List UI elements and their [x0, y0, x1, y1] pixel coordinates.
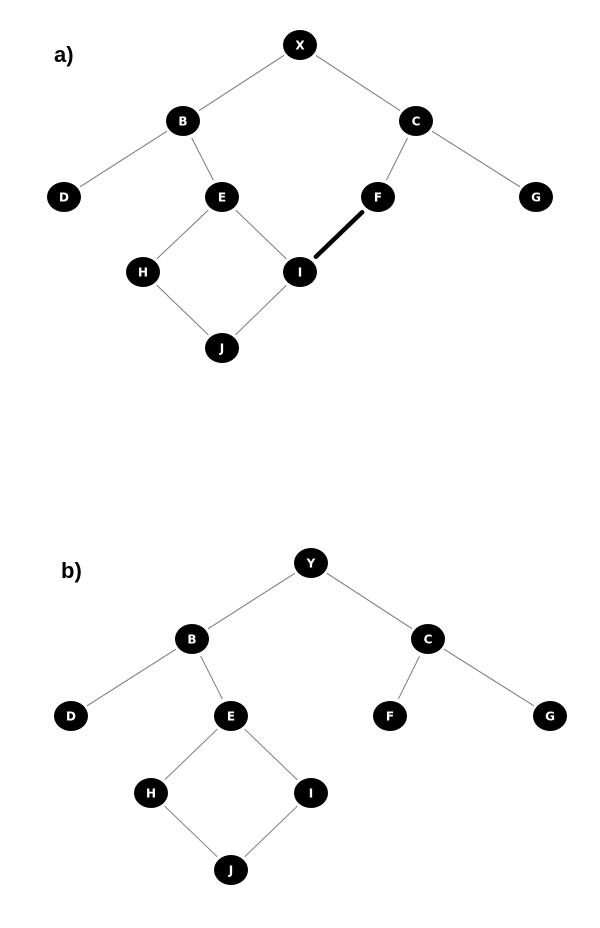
panel-a-node-h-label: H: [138, 266, 148, 280]
panel-a-edge-b-e: [191, 137, 214, 181]
panel-a-node-g-circle: [519, 182, 553, 212]
panel-b-node-g: G: [533, 701, 567, 731]
panel-b-node-f: F: [373, 701, 407, 731]
panel-b-node-g-circle: [533, 701, 567, 731]
panel-a-node-g-label: G: [531, 191, 541, 205]
panel-a-node-h: H: [126, 257, 160, 287]
panel-a-edge-e-i: [235, 209, 287, 260]
panel-a-node-f: F: [361, 182, 395, 212]
panel-b-edge-c-f: [397, 655, 421, 700]
panel-b-node-h: H: [134, 778, 168, 808]
panel-a-node-e-circle: [205, 182, 239, 212]
panel-b-node-h-label: H: [146, 787, 156, 801]
panel-b-node-e-label: E: [227, 710, 235, 724]
panel-b-node-i: I: [294, 778, 328, 808]
panel-a-edges: [79, 54, 521, 336]
panel-b-node-d-label: D: [66, 710, 76, 724]
panel-b-edge-c-g: [443, 648, 535, 707]
panel-a-edge-x-c: [315, 54, 401, 112]
panel-b: b) Y B C D E F G H I J: [54, 548, 567, 885]
panel-a-edge-c-g: [431, 130, 521, 188]
panel-a-node-b-circle: [166, 106, 200, 136]
panel-a-node-c-label: C: [412, 115, 421, 129]
panel-b-edge-b-d: [86, 648, 177, 707]
panel-a-node-x-circle: [283, 30, 317, 60]
panel-b-edge-i-j: [244, 805, 298, 858]
panel-a-node-c: C: [399, 106, 433, 136]
panel-a-edge-i-j: [235, 284, 287, 336]
panel-a-node-f-label: F: [374, 191, 382, 205]
panel-b-node-y: Y: [294, 548, 328, 578]
panel-b-node-c-circle: [411, 624, 445, 654]
panel-a-edge-f-i: [313, 209, 365, 260]
panel-a-node-x-label: X: [295, 39, 305, 53]
panel-b-node-e-circle: [214, 701, 248, 731]
panel-a-edge-x-b: [198, 54, 285, 112]
panel-b-node-i-label: I: [309, 787, 313, 801]
panel-a: a) X B C D E F G H I J: [47, 30, 553, 363]
panel-a-edge-b-d: [79, 130, 168, 188]
panel-a-node-d-label: D: [59, 191, 69, 205]
panel-a-nodes: X B C D E F G H I J: [47, 30, 553, 363]
panel-b-node-e: E: [214, 701, 248, 731]
panel-a-node-b: B: [166, 106, 200, 136]
panel-a-node-e-label: E: [218, 191, 226, 205]
panel-a-node-j: J: [205, 333, 239, 363]
panel-a-node-j-label: J: [219, 342, 224, 356]
panel-b-node-d: D: [54, 701, 88, 731]
panel-b-node-c: C: [411, 624, 445, 654]
panel-b-edge-e-i: [244, 728, 298, 781]
panel-b-edge-e-h: [164, 728, 218, 781]
panel-b-node-c-label: C: [424, 633, 433, 647]
panel-b-node-f-circle: [373, 701, 407, 731]
panel-a-node-i-circle: [283, 257, 317, 287]
panel-a-node-i-label: I: [298, 266, 302, 280]
panel-b-node-b-circle: [175, 624, 209, 654]
panel-b-edge-y-b: [207, 572, 296, 630]
panel-a-node-j-circle: [205, 333, 239, 363]
panel-a-edge-c-f: [386, 137, 408, 181]
panel-b-node-b-label: B: [187, 633, 196, 647]
panel-a-node-h-circle: [126, 257, 160, 287]
panel-b-edge-b-e: [200, 655, 223, 700]
panel-b-nodes: Y B C D E F G H I J: [54, 548, 567, 885]
panel-b-node-j-circle: [214, 855, 248, 885]
panel-b-node-d-circle: [54, 701, 88, 731]
panel-b-node-f-label: F: [386, 710, 394, 724]
panel-a-edge-e-h: [156, 209, 209, 260]
panel-b-node-j: J: [214, 855, 248, 885]
panel-b-node-i-circle: [294, 778, 328, 808]
panel-b-node-j-label: J: [228, 864, 233, 878]
panel-b-edges: [86, 572, 535, 858]
panel-a-node-i: I: [283, 257, 317, 287]
panel-a-label: a): [54, 42, 74, 67]
panel-b-node-y-circle: [294, 548, 328, 578]
panel-b-edge-h-j: [164, 805, 218, 858]
panel-a-node-f-circle: [361, 182, 395, 212]
panel-b-node-b: B: [175, 624, 209, 654]
panel-a-node-d: D: [47, 182, 81, 212]
panel-b-edge-y-c: [326, 572, 413, 630]
panel-b-label: b): [61, 558, 82, 583]
panel-a-node-c-circle: [399, 106, 433, 136]
panel-a-node-x: X: [283, 30, 317, 60]
panel-a-node-e: E: [205, 182, 239, 212]
panel-a-edge-h-j: [156, 284, 209, 336]
panel-a-node-g: G: [519, 182, 553, 212]
panel-a-node-b-label: B: [178, 115, 187, 129]
panel-b-node-y-label: Y: [306, 557, 316, 571]
panel-b-node-h-circle: [134, 778, 168, 808]
panel-a-node-d-circle: [47, 182, 81, 212]
panel-b-node-g-label: G: [545, 710, 555, 724]
